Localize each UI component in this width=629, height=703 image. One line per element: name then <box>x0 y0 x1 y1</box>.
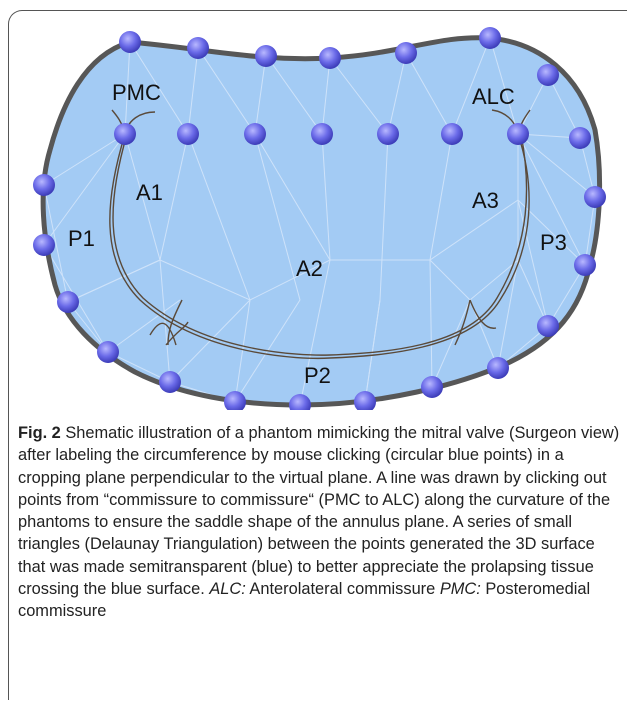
label-a1: A1 <box>136 180 163 205</box>
abbr-alc: ALC: <box>209 580 246 599</box>
point <box>114 123 136 145</box>
point <box>479 27 501 49</box>
point <box>537 64 559 86</box>
coaptation-line <box>109 109 531 360</box>
point <box>584 186 606 208</box>
point <box>441 123 463 145</box>
figure-caption: Fig. 2 Shematic illustration of a phanto… <box>18 422 620 623</box>
point <box>507 123 529 145</box>
point <box>377 123 399 145</box>
figure-frame <box>8 10 627 700</box>
point <box>421 376 443 398</box>
abbr-pmc: PMC: <box>439 580 481 599</box>
point <box>187 37 209 59</box>
point <box>255 45 277 67</box>
label-p2: P2 <box>304 363 331 388</box>
point <box>574 254 596 276</box>
mitral-valve-diagram: PMC ALC A1 A2 A3 P1 P2 P3 <box>33 27 606 410</box>
point <box>244 123 266 145</box>
point <box>537 315 559 337</box>
point <box>395 42 417 64</box>
label-alc: ALC <box>472 84 515 109</box>
point <box>33 174 55 196</box>
caption-text: Shematic illustration of a phantom mimic… <box>18 424 620 599</box>
point <box>159 371 181 393</box>
point <box>289 394 311 410</box>
label-pmc: PMC <box>112 80 161 105</box>
label-p3: P3 <box>540 230 567 255</box>
point <box>319 47 341 69</box>
annulus-points <box>33 27 606 410</box>
point <box>119 31 141 53</box>
def-alc: Anterolateral commissure <box>245 580 440 599</box>
label-p1: P1 <box>68 226 95 251</box>
point <box>354 391 376 410</box>
point <box>487 357 509 379</box>
label-a3: A3 <box>472 188 499 213</box>
point <box>57 291 79 313</box>
point <box>33 234 55 256</box>
def-pmc: Posteromedial commissure <box>18 580 591 621</box>
figure-number: Fig. 2 <box>18 424 61 442</box>
point <box>224 391 246 410</box>
label-a2: A2 <box>296 256 323 281</box>
point <box>569 127 591 149</box>
point <box>177 123 199 145</box>
point <box>311 123 333 145</box>
point <box>97 341 119 363</box>
mitral-valve-figure: PMC ALC A1 A2 A3 P1 P2 P3 <box>33 27 606 410</box>
